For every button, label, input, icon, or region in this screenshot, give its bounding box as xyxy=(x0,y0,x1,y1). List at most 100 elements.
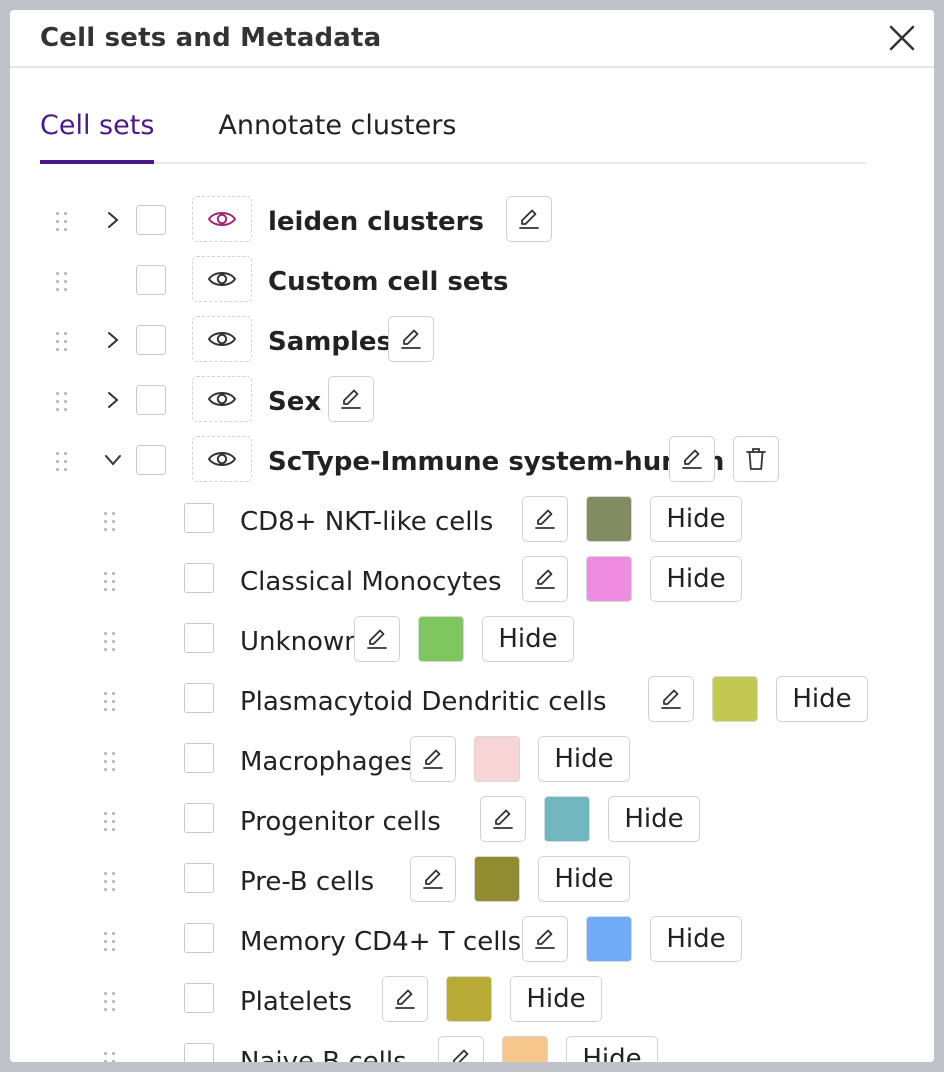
cell-set-checkbox[interactable] xyxy=(184,1043,214,1062)
color-swatch[interactable] xyxy=(474,736,520,782)
edit-button[interactable] xyxy=(522,556,568,602)
hide-button[interactable]: Hide xyxy=(538,856,630,902)
hide-button[interactable]: Hide xyxy=(776,676,868,722)
color-swatch[interactable] xyxy=(586,916,632,962)
color-swatch[interactable] xyxy=(586,496,632,542)
tab-cell-sets[interactable]: Cell sets xyxy=(40,100,155,164)
close-button[interactable] xyxy=(884,20,920,56)
cell-set-label: Naive B cells xyxy=(240,1047,407,1062)
drag-handle-icon[interactable] xyxy=(100,510,120,534)
cell-set-label: Macrophages xyxy=(240,747,414,777)
cell-set-checkbox[interactable] xyxy=(184,863,214,893)
color-swatch[interactable] xyxy=(446,976,492,1022)
hide-button[interactable]: Hide xyxy=(482,616,574,662)
edit-icon xyxy=(535,929,555,949)
hide-button[interactable]: Hide xyxy=(510,976,602,1022)
delete-button[interactable] xyxy=(732,436,779,482)
cell-set-row: Macrophages Hide xyxy=(10,732,934,792)
expand-toggle[interactable] xyxy=(102,326,124,354)
edit-button[interactable] xyxy=(522,916,568,962)
drag-handle-icon[interactable] xyxy=(100,570,120,594)
color-swatch[interactable] xyxy=(586,556,632,602)
visibility-toggle[interactable] xyxy=(192,196,252,242)
tab-annotate-clusters[interactable]: Annotate clusters xyxy=(218,110,457,141)
eye-icon xyxy=(207,392,237,406)
expand-toggle[interactable] xyxy=(102,386,124,414)
expand-toggle[interactable] xyxy=(102,206,124,234)
edit-button[interactable] xyxy=(506,196,552,242)
visibility-toggle[interactable] xyxy=(192,316,252,362)
drag-handle-icon[interactable] xyxy=(52,390,72,414)
cell-set-checkbox[interactable] xyxy=(184,923,214,953)
color-swatch[interactable] xyxy=(474,856,520,902)
group-row: ScType-Immune system-human xyxy=(10,432,934,492)
drag-handle-icon[interactable] xyxy=(100,930,120,954)
edit-button[interactable] xyxy=(438,1036,484,1062)
cell-set-checkbox[interactable] xyxy=(184,743,214,773)
visibility-toggle[interactable] xyxy=(192,436,252,482)
edit-icon xyxy=(661,689,681,709)
drag-handle-icon[interactable] xyxy=(100,990,120,1014)
edit-button[interactable] xyxy=(410,736,456,782)
group-row: leiden clusters xyxy=(10,192,934,252)
edit-button[interactable] xyxy=(387,316,434,362)
visibility-toggle[interactable] xyxy=(192,256,252,302)
group-checkbox[interactable] xyxy=(136,445,166,475)
edit-button[interactable] xyxy=(648,676,694,722)
tab-bar: Cell sets Annotate clusters xyxy=(40,100,866,164)
edit-button[interactable] xyxy=(522,496,568,542)
hide-button[interactable]: Hide xyxy=(650,916,742,962)
visibility-toggle[interactable] xyxy=(192,376,252,422)
edit-button[interactable] xyxy=(668,436,715,482)
edit-button[interactable] xyxy=(328,376,375,422)
cell-set-checkbox[interactable] xyxy=(184,503,214,533)
color-swatch[interactable] xyxy=(418,616,464,662)
drag-handle-icon[interactable] xyxy=(100,1050,120,1062)
hide-button[interactable]: Hide xyxy=(608,796,700,842)
group-row: Samples xyxy=(10,312,934,372)
drag-handle-icon[interactable] xyxy=(100,690,120,714)
cell-set-checkbox[interactable] xyxy=(184,623,214,653)
edit-button[interactable] xyxy=(480,796,526,842)
expand-toggle[interactable] xyxy=(102,446,124,474)
color-swatch[interactable] xyxy=(502,1036,548,1062)
drag-handle-icon[interactable] xyxy=(100,870,120,894)
eye-icon xyxy=(207,332,237,346)
drag-handle-icon[interactable] xyxy=(52,330,72,354)
drag-handle-icon[interactable] xyxy=(100,630,120,654)
group-label: leiden clusters xyxy=(268,207,484,237)
edit-button[interactable] xyxy=(382,976,428,1022)
group-checkbox[interactable] xyxy=(136,265,166,295)
group-row: Sex xyxy=(10,372,934,432)
cell-set-checkbox[interactable] xyxy=(184,683,214,713)
edit-button[interactable] xyxy=(410,856,456,902)
close-icon xyxy=(889,25,915,51)
group-checkbox[interactable] xyxy=(136,325,166,355)
edit-icon xyxy=(395,989,415,1009)
drag-handle-icon[interactable] xyxy=(52,210,72,234)
cell-sets-panel: Cell sets and Metadata Cell sets Annotat… xyxy=(10,10,934,1062)
group-label: Sex xyxy=(268,387,322,417)
edit-button[interactable] xyxy=(354,616,400,662)
hide-button[interactable]: Hide xyxy=(650,496,742,542)
color-swatch[interactable] xyxy=(712,676,758,722)
cell-set-checkbox[interactable] xyxy=(184,803,214,833)
drag-handle-icon[interactable] xyxy=(100,810,120,834)
drag-handle-icon[interactable] xyxy=(100,750,120,774)
cell-set-checkbox[interactable] xyxy=(184,563,214,593)
group-checkbox[interactable] xyxy=(136,205,166,235)
color-swatch[interactable] xyxy=(544,796,590,842)
hide-button[interactable]: Hide xyxy=(650,556,742,602)
edit-icon xyxy=(423,869,443,889)
hide-button[interactable]: Hide xyxy=(538,736,630,782)
drag-handle-icon[interactable] xyxy=(52,450,72,474)
cell-set-row: Naive B cells Hide xyxy=(10,1032,934,1062)
hide-button[interactable]: Hide xyxy=(566,1036,658,1062)
cell-set-checkbox[interactable] xyxy=(184,983,214,1013)
group-checkbox[interactable] xyxy=(136,385,166,415)
drag-handle-icon[interactable] xyxy=(52,270,72,294)
edit-icon xyxy=(535,509,555,529)
